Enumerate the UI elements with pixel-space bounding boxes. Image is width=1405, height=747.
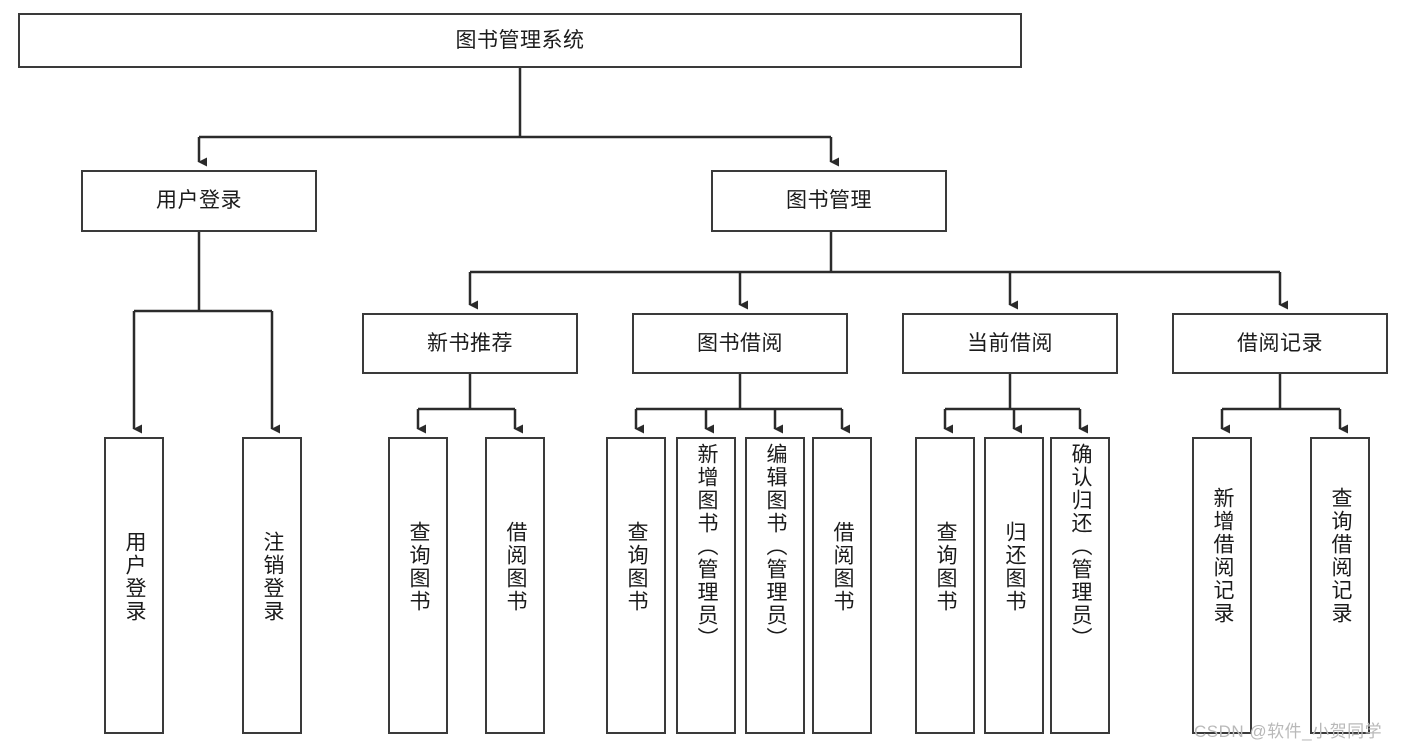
watermark-text: CSDN @软件_小贺同学 — [1194, 722, 1383, 741]
node-leaf-query-record-label: 查询借阅记录 — [1329, 487, 1353, 625]
node-book-manage-label: 图书管理 — [786, 189, 872, 213]
node-root-label: 图书管理系统 — [455, 28, 585, 52]
node-leaf-borrow-book-1-label: 借阅图书 — [504, 521, 528, 613]
node-leaf-confirm-return[interactable]: 确认归还（管理员） — [1050, 437, 1110, 734]
node-user-login-label: 用户登录 — [156, 189, 242, 213]
node-leaf-query-record[interactable]: 查询借阅记录 — [1310, 437, 1370, 734]
node-new-book-rec[interactable]: 新书推荐 — [362, 313, 578, 374]
node-leaf-borrow-book-2-label: 借阅图书 — [831, 521, 855, 613]
node-borrow-record[interactable]: 借阅记录 — [1172, 313, 1388, 374]
node-current-borrow-label: 当前借阅 — [967, 331, 1053, 355]
node-leaf-add-book[interactable]: 新增图书（管理员） — [676, 437, 736, 734]
node-leaf-query-book-3[interactable]: 查询图书 — [915, 437, 975, 734]
node-user-login[interactable]: 用户登录 — [81, 170, 317, 232]
node-leaf-query-book-1-label: 查询图书 — [407, 521, 431, 613]
node-leaf-query-book-2[interactable]: 查询图书 — [606, 437, 666, 734]
node-leaf-return-book[interactable]: 归还图书 — [984, 437, 1044, 734]
node-leaf-add-book-label: 新增图书（管理员） — [695, 443, 719, 650]
node-leaf-query-book-3-label: 查询图书 — [934, 521, 958, 613]
node-book-borrow[interactable]: 图书借阅 — [632, 313, 848, 374]
node-current-borrow[interactable]: 当前借阅 — [902, 313, 1118, 374]
node-leaf-add-record-label: 新增借阅记录 — [1211, 487, 1235, 625]
node-leaf-user-login-label: 用户登录 — [123, 531, 147, 623]
node-leaf-query-book-1[interactable]: 查询图书 — [388, 437, 448, 734]
node-root[interactable]: 图书管理系统 — [18, 13, 1022, 68]
node-leaf-confirm-return-label: 确认归还（管理员） — [1069, 443, 1093, 650]
node-leaf-query-book-2-label: 查询图书 — [625, 521, 649, 613]
node-leaf-edit-book-label: 编辑图书（管理员） — [764, 443, 788, 650]
node-leaf-user-login[interactable]: 用户登录 — [104, 437, 164, 734]
node-new-book-rec-label: 新书推荐 — [427, 331, 513, 355]
node-leaf-borrow-book-1[interactable]: 借阅图书 — [485, 437, 545, 734]
node-leaf-user-logout-label: 注销登录 — [261, 531, 285, 623]
node-book-borrow-label: 图书借阅 — [697, 331, 783, 355]
node-leaf-user-logout[interactable]: 注销登录 — [242, 437, 302, 734]
node-leaf-borrow-book-2[interactable]: 借阅图书 — [812, 437, 872, 734]
node-leaf-return-book-label: 归还图书 — [1003, 521, 1027, 613]
node-book-manage[interactable]: 图书管理 — [711, 170, 947, 232]
node-borrow-record-label: 借阅记录 — [1237, 331, 1323, 355]
node-leaf-add-record[interactable]: 新增借阅记录 — [1192, 437, 1252, 734]
node-leaf-edit-book[interactable]: 编辑图书（管理员） — [745, 437, 805, 734]
